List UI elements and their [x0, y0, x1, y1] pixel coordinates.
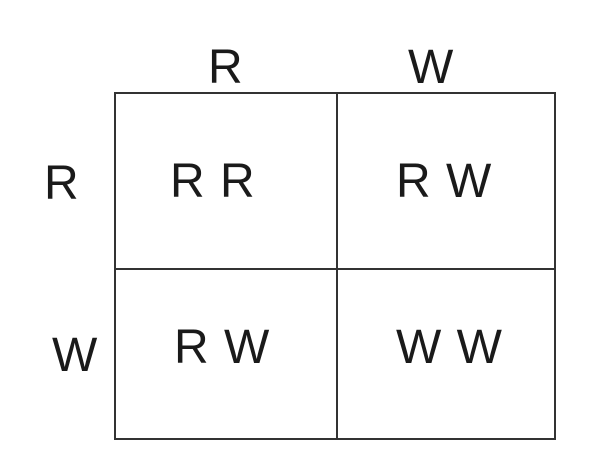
grid-divider-horizontal: [116, 268, 554, 270]
genotype-cell: R R: [170, 155, 256, 208]
row-allele-label: R: [44, 157, 79, 210]
grid-divider-vertical: [336, 94, 338, 438]
genotype-cell: R W: [396, 155, 493, 208]
row-allele-label: W: [52, 329, 98, 382]
column-allele-label: R: [208, 41, 243, 94]
punnett-grid: [114, 92, 556, 440]
genotype-cell: R W: [174, 321, 271, 374]
column-allele-label: W: [408, 41, 454, 94]
genotype-cell: W W: [396, 321, 503, 374]
